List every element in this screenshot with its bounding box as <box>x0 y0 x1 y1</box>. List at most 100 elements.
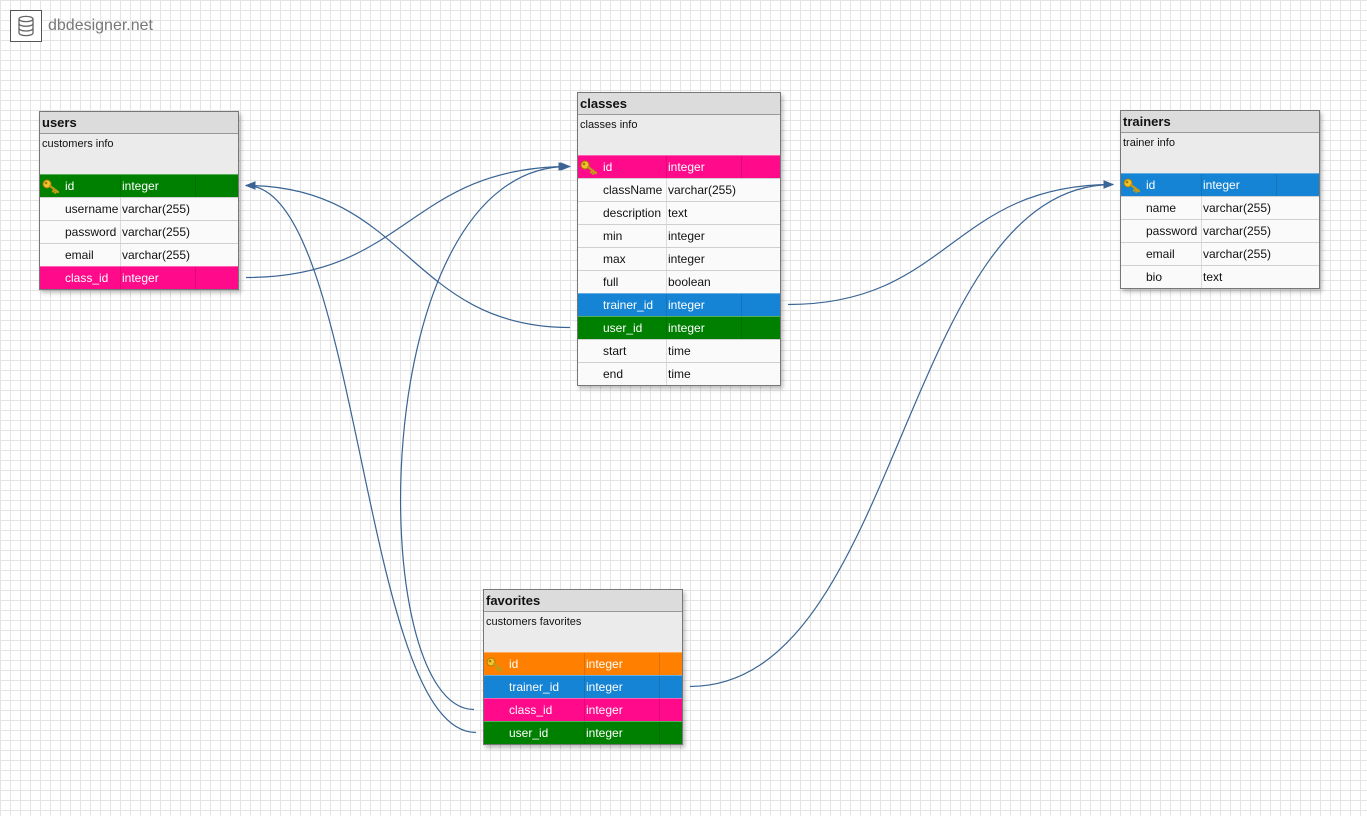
column-row[interactable]: end time <box>578 362 780 385</box>
column-divider <box>659 653 660 675</box>
column-type: varchar(255) <box>122 225 191 239</box>
column-type: boolean <box>668 275 711 289</box>
column-type: varchar(255) <box>122 248 191 262</box>
column-type: varchar(255) <box>1203 224 1272 238</box>
column-row[interactable]: name varchar(255) <box>1121 196 1319 219</box>
table-name[interactable]: users <box>40 112 238 134</box>
column-divider <box>120 221 121 243</box>
column-divider <box>195 175 196 197</box>
table-name[interactable]: classes <box>578 93 780 115</box>
column-type: time <box>668 344 691 358</box>
table-name[interactable]: trainers <box>1121 111 1319 133</box>
column-name: start <box>603 344 627 358</box>
column-divider <box>584 653 585 675</box>
column-row[interactable]: user_id integer <box>484 721 682 744</box>
column-name: id <box>65 179 75 193</box>
column-name: min <box>603 229 623 243</box>
column-type: text <box>1203 270 1223 284</box>
column-divider <box>666 271 667 293</box>
column-row[interactable]: email varchar(255) <box>40 243 238 266</box>
logo[interactable]: dbdesigner.net <box>10 10 153 42</box>
column-name: id <box>603 160 613 174</box>
column-divider <box>584 699 585 721</box>
column-divider <box>1201 266 1202 288</box>
column-name: full <box>603 275 619 289</box>
relation-line[interactable] <box>244 181 571 329</box>
column-row[interactable]: full boolean <box>578 270 780 293</box>
column-divider <box>1201 197 1202 219</box>
relation-line[interactable] <box>787 180 1115 306</box>
column-type: text <box>668 206 688 220</box>
column-row[interactable]: password varchar(255) <box>1121 219 1319 242</box>
column-divider <box>195 267 196 289</box>
column-divider <box>666 294 667 316</box>
column-divider <box>584 676 585 698</box>
column-type: integer <box>122 179 159 193</box>
column-divider <box>659 699 660 721</box>
column-row[interactable]: trainer_id integer <box>578 293 780 316</box>
column-divider <box>666 156 667 178</box>
column-row[interactable]: id integer <box>1121 173 1319 196</box>
column-name: trainer_id <box>509 680 560 694</box>
column-type: varchar(255) <box>1203 201 1272 215</box>
column-name: password <box>65 225 117 239</box>
column-type: integer <box>122 271 159 285</box>
column-type: integer <box>668 298 705 312</box>
table-comment: trainer info <box>1121 133 1319 173</box>
column-name: email <box>65 248 94 262</box>
column-type: integer <box>1203 178 1240 192</box>
column-name: trainer_id <box>603 298 654 312</box>
column-type: varchar(255) <box>1203 247 1272 261</box>
relation-line[interactable] <box>245 162 572 279</box>
column-divider <box>741 317 742 339</box>
primary-key-icon <box>42 178 60 194</box>
column-type: time <box>668 367 691 381</box>
column-divider <box>120 198 121 220</box>
relation-line[interactable] <box>244 181 477 734</box>
column-name: end <box>603 367 624 381</box>
primary-key-icon <box>486 656 504 672</box>
column-name: id <box>1146 178 1156 192</box>
column-name: password <box>1146 224 1198 238</box>
column-divider <box>659 676 660 698</box>
column-type: integer <box>586 726 623 740</box>
table-name[interactable]: favorites <box>484 590 682 612</box>
column-name: name <box>1146 201 1177 215</box>
column-row[interactable]: id integer <box>40 174 238 197</box>
column-name: username <box>65 202 119 216</box>
column-name: class_id <box>509 703 553 717</box>
logo-text: dbdesigner.net <box>48 17 153 34</box>
database-icon <box>10 10 42 42</box>
column-type: varchar(255) <box>122 202 191 216</box>
column-divider <box>584 722 585 744</box>
column-name: bio <box>1146 270 1163 284</box>
column-divider <box>1201 220 1202 242</box>
column-divider <box>741 294 742 316</box>
column-type: integer <box>586 657 623 671</box>
column-divider <box>1201 243 1202 265</box>
column-row[interactable]: bio text <box>1121 265 1319 288</box>
table-comment: classes info <box>578 115 780 155</box>
column-divider <box>666 340 667 362</box>
column-row[interactable]: password varchar(255) <box>40 220 238 243</box>
column-divider <box>741 156 742 178</box>
column-name: user_id <box>509 726 549 740</box>
column-row[interactable]: start time <box>578 339 780 362</box>
table-comment: customers favorites <box>484 612 682 652</box>
